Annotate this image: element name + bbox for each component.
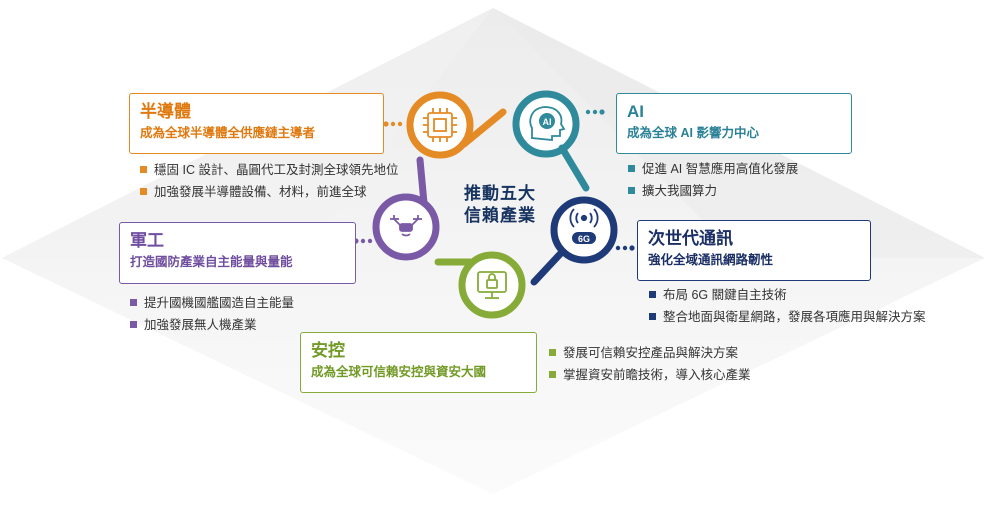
semiconductor-card: 半導體 成為全球半導體全供應鏈主導者 xyxy=(129,93,384,154)
ai-card: AI 成為全球 AI 影響力中心 xyxy=(616,93,852,154)
list-item: 發展可信賴安控產品與解決方案 xyxy=(549,342,751,364)
center-title: 推動五大 信賴產業 xyxy=(458,183,542,227)
military-subtitle: 打造國防產業自主能量與量能 xyxy=(130,255,293,269)
list-item: 促進 AI 智慧應用高值化發展 xyxy=(628,158,798,180)
connector-military xyxy=(353,238,373,244)
next-gen-comm-bullets: 布局 6G 關鍵自主技術 整合地面與衛星網路，發展各項應用與解決方案 xyxy=(649,284,926,328)
connector-ai xyxy=(585,109,605,115)
semiconductor-bullets: 穩固 IC 設計、晶圓代工及封測全球領先地位 加強發展半導體設備、材料，前進全球 xyxy=(140,159,398,203)
next-gen-comm-card: 次世代通訊 強化全域通訊網路韌性 xyxy=(637,220,871,281)
connector-semiconductor xyxy=(383,121,403,127)
ai-bullets: 促進 AI 智慧應用高值化發展 擴大我國算力 xyxy=(628,158,798,202)
military-title: 軍工 xyxy=(130,231,164,250)
6g-icon-label: 6G xyxy=(578,234,590,244)
ai-subtitle: 成為全球 AI 影響力中心 xyxy=(627,126,759,140)
list-item: 整合地面與衛星網路，發展各項應用與解決方案 xyxy=(649,306,926,328)
next-gen-node: 6G xyxy=(530,196,618,286)
semiconductor-subtitle: 成為全球半導體全供應鏈主導者 xyxy=(140,126,316,140)
security-card: 安控 成為全球可信賴安控與資安大國 xyxy=(300,332,537,393)
security-title: 安控 xyxy=(311,341,345,360)
list-item: 穩固 IC 設計、晶圓代工及封測全球領先地位 xyxy=(140,159,398,181)
list-item: 加強發展無人機產業 xyxy=(130,314,294,336)
list-item: 掌握資安前瞻技術，導入核心產業 xyxy=(549,364,751,386)
semiconductor-title: 半導體 xyxy=(140,102,191,121)
ai-head-icon: AI xyxy=(529,106,566,141)
military-node xyxy=(372,156,440,261)
next-gen-comm-title: 次世代通訊 xyxy=(648,229,733,248)
ai-node: AI xyxy=(512,90,590,192)
list-item: 布局 6G 關鍵自主技術 xyxy=(649,284,926,306)
center-title-line2: 信賴產業 xyxy=(464,206,536,225)
list-item: 加強發展半導體設備、材料，前進全球 xyxy=(140,181,398,203)
security-monitor-icon xyxy=(477,271,507,299)
next-gen-comm-subtitle: 強化全域通訊網路韌性 xyxy=(648,253,774,267)
chip-icon xyxy=(423,108,457,142)
security-node xyxy=(434,251,526,319)
list-item: 擴大我國算力 xyxy=(628,180,798,202)
ai-icon-label: AI xyxy=(543,117,552,127)
security-subtitle: 成為全球可信賴安控與資安大國 xyxy=(311,365,487,379)
ai-title: AI xyxy=(627,102,644,121)
center-title-line1: 推動五大 xyxy=(464,184,536,203)
drone-icon xyxy=(390,215,422,237)
connector-next-gen xyxy=(615,245,635,251)
6g-signal-icon xyxy=(569,208,599,244)
semiconductor-node xyxy=(406,91,507,159)
security-bullets: 發展可信賴安控產品與解決方案 掌握資安前瞻技術，導入核心產業 xyxy=(549,342,751,386)
military-bullets: 提升國機國艦國造自主能量 加強發展無人機產業 xyxy=(130,292,294,336)
list-item: 提升國機國艦國造自主能量 xyxy=(130,292,294,314)
military-card: 軍工 打造國防產業自主能量與量能 xyxy=(119,222,356,284)
